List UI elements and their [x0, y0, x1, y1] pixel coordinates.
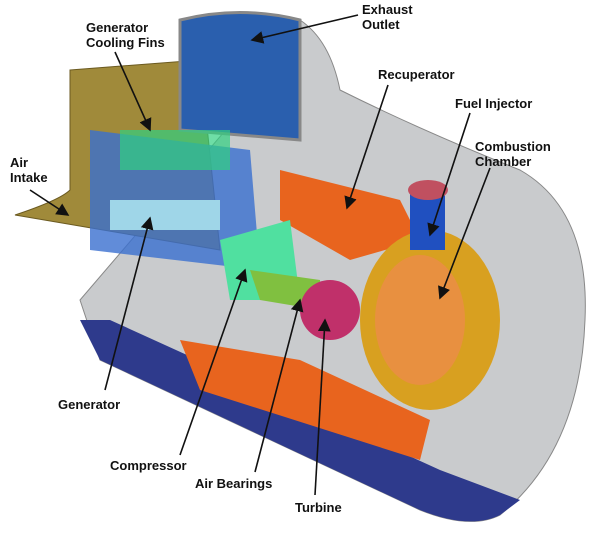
turbine-wheel — [300, 280, 360, 340]
label-air-bearings: Air Bearings — [195, 476, 273, 491]
label-compressor: Compressor — [110, 458, 187, 473]
generator-core — [110, 200, 220, 230]
leader-arrows — [29, 14, 491, 496]
label-air-intake: Air Intake — [10, 155, 48, 185]
label-generator-cooling-fins: Generator Cooling Fins — [86, 20, 165, 50]
label-turbine: Turbine — [295, 500, 342, 515]
label-fuel-injector: Fuel Injector — [455, 96, 533, 111]
recuperator-lower — [180, 340, 430, 460]
fuel-injector — [410, 190, 445, 250]
label-combustion-chamber: Combustion Chamber — [475, 139, 551, 169]
label-recuperator: Recuperator — [378, 67, 455, 82]
recuperator-block — [280, 170, 420, 260]
exhaust-outlet-duct — [178, 11, 302, 142]
generator-cooling-fins — [120, 130, 230, 170]
label-exhaust-outlet: Exhaust Outlet — [362, 2, 413, 32]
combustion-chamber-inner — [375, 255, 465, 385]
fuel-injector-cap — [408, 180, 448, 200]
label-generator: Generator — [58, 397, 121, 412]
